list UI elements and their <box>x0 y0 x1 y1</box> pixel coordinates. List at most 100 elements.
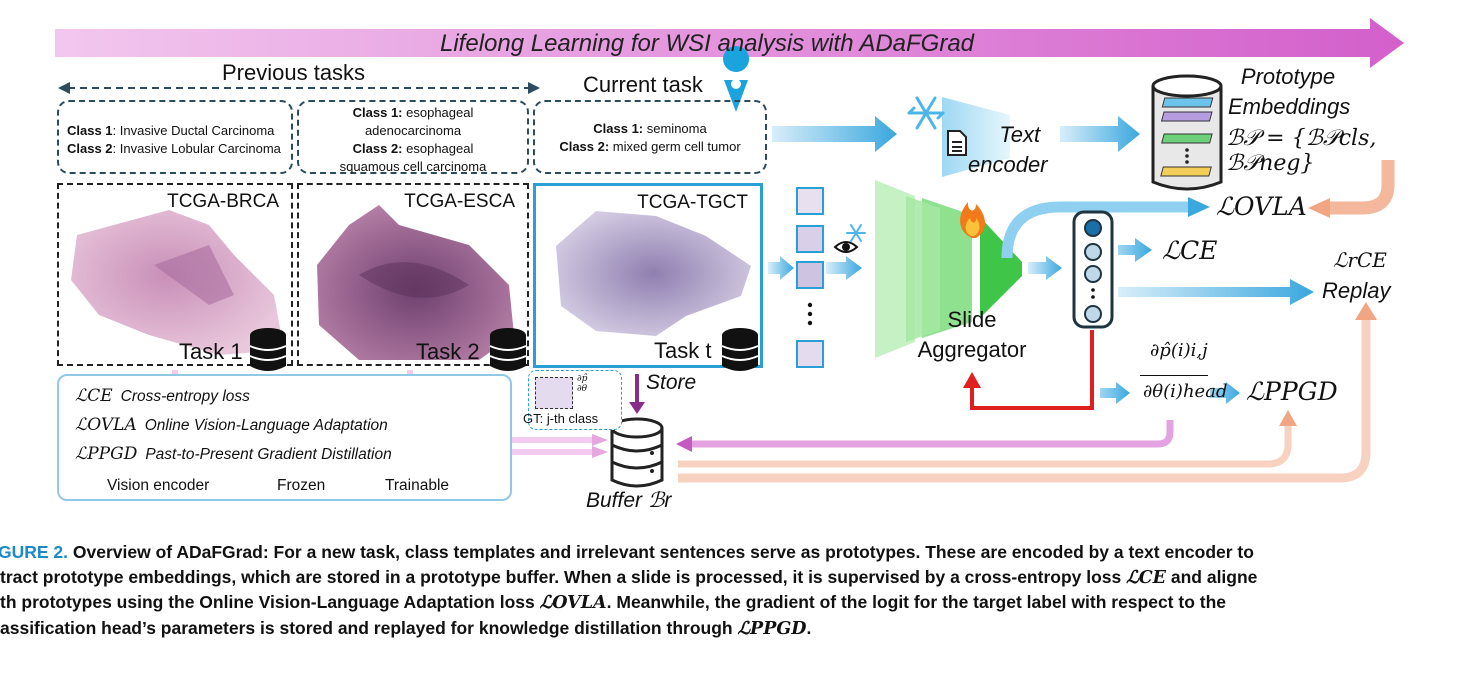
legend-row-ppgd: ℒPPGD Past-to-Present Gradient Distillati… <box>75 444 392 464</box>
gt-derivative: ∂p̂∂θ <box>577 374 588 394</box>
task2-class1-text: esophageal <box>402 105 474 120</box>
caption-line-4-symbol: ℒPPGD <box>737 618 807 639</box>
slide-tgct: TCGA-TGCT Task t <box>533 183 763 368</box>
replay-label: Replay <box>1322 278 1391 303</box>
caption-line-2-text-a: tract prototype embeddings, which are st… <box>0 566 1127 587</box>
caption-line-3-text-b: . Meanwhile, the gradient of the logit f… <box>606 592 1227 612</box>
task2-class2-label: Class 2: <box>352 141 403 156</box>
task1-classes-box: Class 1: Invasive Ductal Carcinoma Class… <box>57 100 293 174</box>
previous-tasks-label: Previous tasks <box>222 60 366 85</box>
location-pin-icon <box>723 46 750 112</box>
prototype-formula: ℬ𝒫 = {ℬ𝒫cls, ℬ𝒫neg} <box>1226 126 1377 176</box>
document-icon <box>947 130 967 156</box>
figure-caption: GURE 2. Overview of ADaFGrad: For a new … <box>0 540 1466 641</box>
caption-line-2-symbol: ℒCE <box>1126 567 1166 588</box>
embedding-vector <box>1072 210 1114 329</box>
legend-ce-text: Cross-entropy loss <box>120 388 250 405</box>
text-encoder-line2: encoder <box>968 152 1048 177</box>
banner-title: Lifelong Learning for WSI analysis with … <box>440 30 975 57</box>
legend-row-ovla: ℒOVLA Online Vision-Language Adaptation <box>75 415 388 435</box>
slide-aggregator-line1: Slide <box>947 307 997 332</box>
dataset-tgct-label: TCGA-TGCT <box>637 192 748 213</box>
buffer-database-icon <box>610 417 664 488</box>
loss-ce-replay-label: ℒrCE <box>1333 248 1387 272</box>
task3-class2-label: Class 2: <box>559 139 610 154</box>
caption-line-2-text-b: and aligne <box>1166 566 1258 587</box>
task1-class2-label: Class 2 <box>67 141 113 156</box>
prototype-line1: Prototype <box>1240 64 1336 89</box>
gt-label: GT: j-th class <box>523 411 599 426</box>
gradient-fraction-bar <box>1140 375 1208 376</box>
task1-class1-text: : Invasive Ductal Carcinoma <box>112 123 275 138</box>
arrow-to-replay <box>1118 279 1314 305</box>
gradient-numerator: ∂p̂(i)i,j <box>1150 340 1208 361</box>
legend-ppgd-text: Past-to-Present Gradient Distillation <box>145 446 392 463</box>
gt-inset: ∂p̂∂θ GT: j-th class <box>523 370 622 430</box>
task2-class2-text-cont: squamous cell carcinoma <box>339 159 487 174</box>
task2-classes-box: Class 1: esophageal adenocarcinoma Class… <box>297 100 529 174</box>
dataset-esca-label: TCGA-ESCA <box>404 191 515 212</box>
slide-tgct-image <box>556 211 751 336</box>
gt-thumbnail <box>535 377 573 409</box>
loss-ce-label: ℒCE <box>1162 236 1218 265</box>
caption-line-3: th prototypes using the Online Vision-La… <box>0 590 1466 616</box>
caption-line-4-text-a: assification head’s parameters is stored… <box>0 617 738 638</box>
slide-aggregator-label: Slide Aggregator <box>912 305 1032 365</box>
arrow-to-text-encoder <box>772 116 897 152</box>
patch-thumbnails <box>796 187 824 368</box>
legend-ovla-symbol: ℒOVLA <box>75 415 137 435</box>
caption-line-4-text-b: . <box>806 617 812 638</box>
current-task-label: Current task <box>583 72 703 97</box>
caption-line-1-text: Overview of ADaFGrad: For a new task, cl… <box>68 542 1254 562</box>
legend-box: ℒCE Cross-entropy loss ℒOVLA Online Vision… <box>57 374 512 501</box>
task2-class1-label: Class 1: <box>352 105 403 120</box>
prototype-line2: Embeddings <box>1228 94 1351 119</box>
arrow-prototype-to-ovla <box>1330 160 1395 215</box>
caption-line-3-symbol: ℒOVLA <box>539 593 607 613</box>
loss-ovla-label: ℒOVLA <box>1216 192 1307 221</box>
text-encoder-label: Text encoder <box>968 120 1048 180</box>
loss-ppgd-label: ℒPPGD <box>1246 377 1338 406</box>
task1-label: Task 1 <box>179 339 243 364</box>
legend-vision-encoder: Vision encoder <box>107 477 210 494</box>
caption-figure-label: GURE 2. <box>0 542 69 562</box>
prototype-label: Prototype Embeddings <box>1228 62 1351 122</box>
legend-row-ce: ℒCE Cross-entropy loss <box>75 386 250 406</box>
legend-ce-symbol: ℒCE <box>75 386 113 406</box>
task3-classes-box: Class 1: seminoma Class 2: mixed germ ce… <box>533 100 767 174</box>
text-encoder-line1: Text <box>999 122 1041 147</box>
task1-class2-text: : Invasive Lobular Carcinoma <box>112 141 281 156</box>
buffer-label: Buffer ℬr <box>586 489 672 512</box>
caption-line-4: assification head’s parameters is stored… <box>0 616 1466 642</box>
figure: Lifelong Learning for WSI analysis with … <box>55 18 1404 512</box>
slide-esca-image <box>317 205 514 360</box>
task2-class1-text-cont: adenocarcinoma <box>364 123 462 138</box>
caption-line-1: GURE 2. Overview of ADaFGrad: For a new … <box>0 540 1466 565</box>
store-label: Store <box>646 371 697 394</box>
task2-label: Task 2 <box>416 339 480 364</box>
snowflake-icon-small <box>846 224 866 242</box>
slide-brca: TCGA-BRCA Task 1 <box>57 183 293 366</box>
task3-class1-label: Class 1: <box>593 121 644 136</box>
eye-icon <box>833 241 859 253</box>
caption-line-2: tract prototype embeddings, which are st… <box>0 565 1466 591</box>
banner-arrow <box>55 18 1404 68</box>
slide-aggregator-line2: Aggregator <box>917 337 1027 362</box>
legend-trainable: Trainable <box>385 477 450 494</box>
task2-class2-text: esophageal <box>402 141 474 156</box>
prototype-database-icon <box>1151 74 1223 191</box>
legend-frozen: Frozen <box>277 477 326 494</box>
slide-aggregator-shape <box>875 180 1022 358</box>
legend-ppgd-symbol: ℒPPGD <box>75 444 138 464</box>
flame-icon <box>960 202 986 238</box>
figure-graphics <box>55 18 1404 498</box>
slide-esca: TCGA-ESCA Task 2 <box>297 183 529 366</box>
arrow-to-prototype-db <box>1060 116 1140 152</box>
text-encoder-shape <box>942 97 1010 177</box>
gradient-denominator: ∂θ(i)head <box>1143 381 1228 402</box>
caption-line-3-text-a: th prototypes using the Online Vision-La… <box>0 592 540 612</box>
legend-ovla-text: Online Vision-Language Adaptation <box>144 417 388 434</box>
slide-brca-image <box>71 210 284 355</box>
task1-class1-label: Class 1 <box>67 123 113 138</box>
dataset-brca-label: TCGA-BRCA <box>167 191 279 212</box>
